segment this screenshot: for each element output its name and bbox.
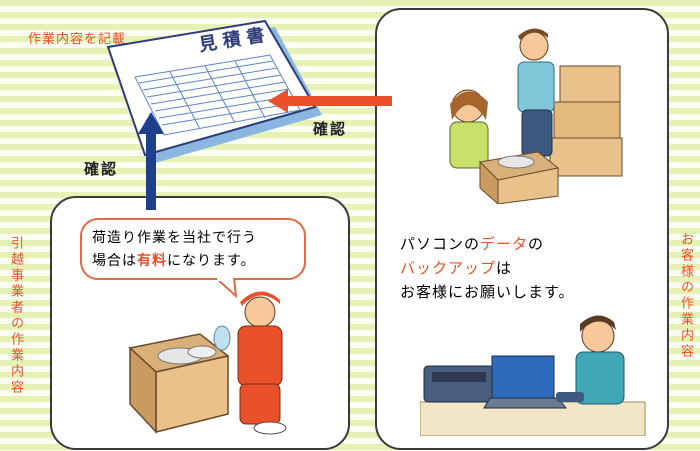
mover-packing-illustration: [128, 291, 287, 435]
speech-line-2: 場合は有料になります。: [92, 253, 256, 269]
speech-bubble-tail: [214, 278, 238, 298]
speech-line-1: 荷造り作業を当社で行う: [92, 230, 257, 246]
backup-highlight: バックアップ: [400, 259, 497, 277]
confirm-label-right: 確認: [313, 120, 348, 138]
paid-highlight: 有料: [137, 253, 167, 269]
confirm-arrow-up: [138, 112, 164, 210]
customer-note-line-2: バックアップは: [400, 259, 513, 277]
customer-note: パソコンのデータの バックアップは お客様にお願いします。: [400, 232, 575, 304]
data-highlight: データ: [480, 235, 529, 253]
customer-work-label: お客様の作業内容: [678, 232, 693, 360]
estimate-document: 見積書: [106, 19, 322, 163]
confirm-arrow-left: [268, 89, 392, 113]
customers-packing-illustration: [449, 28, 623, 204]
mover-work-label: 引越事業者の作業内容: [8, 236, 23, 396]
top-label: 作業内容を記載: [28, 32, 127, 47]
customer-computer-illustration: [420, 315, 646, 436]
confirm-label-left: 確認: [84, 160, 119, 178]
customer-note-line-1: パソコンのデータの: [400, 235, 545, 253]
speech-bubble: 荷造り作業を当社で行う 場合は有料になります。: [80, 218, 306, 280]
customer-note-line-3: お客様にお願いします。: [400, 283, 575, 301]
